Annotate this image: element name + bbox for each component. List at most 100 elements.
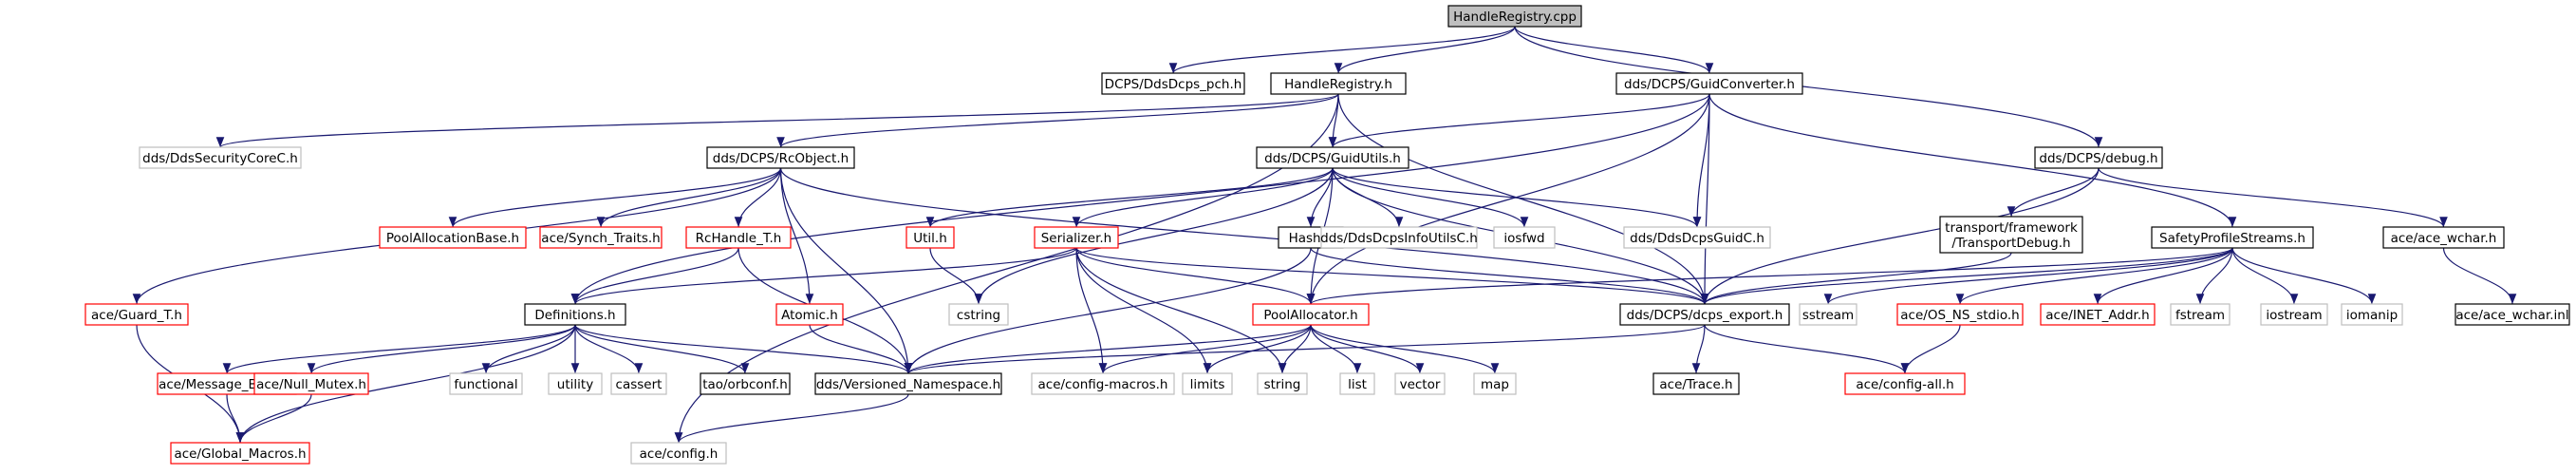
edge-guidconv-to-guidutils bbox=[1328, 93, 1710, 148]
node-box-guidconv bbox=[1615, 72, 1803, 95]
node-inet[interactable]: ace/INET_Addr.h bbox=[2040, 303, 2156, 326]
node-label-inet: ace/INET_Addr.h bbox=[2045, 308, 2149, 323]
edge-serializer-to-poolallocator bbox=[1075, 247, 1316, 305]
node-versioned[interactable]: dds/Versioned_Namespace.h bbox=[814, 372, 1002, 395]
node-box-rchandle bbox=[685, 226, 792, 249]
node-label-map: map bbox=[1481, 377, 1509, 392]
node-label-utilh: Util.h bbox=[913, 231, 947, 246]
edge-safety-to-sstream bbox=[1823, 247, 2233, 305]
node-box-utilh bbox=[905, 226, 955, 249]
node-label-iostream: iostream bbox=[2266, 308, 2322, 323]
node-box-vector bbox=[1394, 372, 1446, 395]
edge-root-to-debug bbox=[1514, 26, 2103, 148]
edge-transdebug-to-export bbox=[1700, 252, 2012, 305]
node-box-iomanip bbox=[2341, 303, 2403, 326]
node-infoutils: dds/DdsDcpsInfoUtilsC.h bbox=[1320, 226, 1478, 249]
node-acewchar[interactable]: ace/ace_wchar.h bbox=[2382, 226, 2505, 249]
edge-serializer-to-string bbox=[1075, 247, 1287, 374]
edge-definitions-to-versioned bbox=[574, 324, 913, 374]
node-box-utility bbox=[548, 372, 603, 395]
edge-msgblock-to-globalmacros bbox=[226, 393, 245, 444]
node-box-list bbox=[1339, 372, 1375, 395]
edge-definitions-to-orbconf bbox=[574, 324, 750, 374]
edge-safety-to-inet bbox=[2093, 247, 2233, 305]
edge-serializer-to-export bbox=[1075, 247, 1709, 305]
node-label-configall: ace/config-all.h bbox=[1856, 377, 1953, 392]
node-serializer[interactable]: Serializer.h bbox=[1034, 226, 1119, 249]
node-box-versioned bbox=[814, 372, 1002, 395]
node-pch[interactable]: DCPS/DdsDcps_pch.h bbox=[1101, 72, 1245, 95]
node-definitions[interactable]: Definitions.h bbox=[524, 303, 626, 326]
edge-root-to-guidconv bbox=[1514, 26, 1714, 74]
edge-nullmutex-to-globalmacros bbox=[235, 393, 312, 444]
node-label-wcharinl: ace/ace_wchar.inl bbox=[2455, 308, 2568, 323]
node-box-debug bbox=[2034, 146, 2163, 169]
node-trace[interactable]: ace/Trace.h bbox=[1652, 372, 1740, 395]
node-guidconv[interactable]: dds/DCPS/GuidConverter.h bbox=[1615, 72, 1803, 95]
node-osns[interactable]: ace/OS_NS_stdio.h bbox=[1896, 303, 2024, 326]
node-label-seccore: dds/DdsSecurityCoreC.h bbox=[142, 151, 298, 166]
node-list: list bbox=[1339, 372, 1375, 395]
node-box-trace bbox=[1652, 372, 1740, 395]
node-label-osns: ace/OS_NS_stdio.h bbox=[1900, 308, 2019, 323]
node-guardt[interactable]: ace/Guard_T.h bbox=[84, 303, 189, 326]
node-poolallocator[interactable]: PoolAllocator.h bbox=[1252, 303, 1370, 326]
node-configall[interactable]: ace/config-all.h bbox=[1844, 372, 1966, 395]
edge-rcobj-to-rchandle bbox=[734, 167, 782, 228]
node-label-configmacros: ace/config-macros.h bbox=[1038, 377, 1168, 392]
edge-guidutils-to-hash bbox=[1306, 167, 1334, 228]
edge-rcobj-to-atomic bbox=[779, 167, 814, 305]
node-synch[interactable]: ace/Synch_Traits.h bbox=[539, 226, 663, 249]
node-box-guardt bbox=[84, 303, 189, 326]
node-label-cassert: cassert bbox=[616, 377, 663, 392]
node-label-guardt: ace/Guard_T.h bbox=[91, 308, 182, 323]
node-aceconfig: ace/config.h bbox=[630, 442, 727, 465]
node-limits: limits bbox=[1182, 372, 1233, 395]
node-box-cassert bbox=[610, 372, 667, 395]
node-label-globalmacros: ace/Global_Macros.h bbox=[174, 446, 306, 462]
node-atomic[interactable]: Atomic.h bbox=[775, 303, 844, 326]
node-label-hr: HandleRegistry.h bbox=[1284, 77, 1392, 92]
node-root[interactable]: HandleRegistry.cpp bbox=[1447, 5, 1582, 28]
node-export[interactable]: dds/DCPS/dcps_export.h bbox=[1619, 303, 1790, 326]
node-wcharinl[interactable]: ace/ace_wchar.inl bbox=[2455, 303, 2570, 326]
node-label-sstream: sstream bbox=[1802, 308, 1854, 323]
node-iomanip: iomanip bbox=[2341, 303, 2403, 326]
edge-utilh-to-cstring bbox=[929, 247, 983, 305]
node-guidutils[interactable]: dds/DCPS/GuidUtils.h bbox=[1256, 146, 1409, 169]
edge-guidutils-to-iosfwd bbox=[1332, 167, 1529, 228]
edge-hr-to-rcobj bbox=[776, 93, 1339, 148]
node-label-serializer: Serializer.h bbox=[1041, 231, 1112, 246]
edge-guidutils-to-cstring bbox=[974, 167, 1334, 305]
node-safety[interactable]: SafetyProfileStreams.h bbox=[2151, 226, 2314, 249]
node-nullmutex[interactable]: ace/Null_Mutex.h bbox=[253, 372, 369, 395]
node-box-limits bbox=[1182, 372, 1233, 395]
node-orbconf[interactable]: tao/orbconf.h bbox=[700, 372, 791, 395]
edge-definitions-to-msgblock bbox=[222, 324, 576, 374]
edge-poolallocator-to-limits bbox=[1203, 324, 1312, 374]
node-transdebug[interactable]: transport/framework/TransportDebug.h bbox=[1939, 216, 2083, 254]
node-hr[interactable]: HandleRegistry.h bbox=[1270, 72, 1407, 95]
node-poolalloc_base[interactable]: PoolAllocationBase.h bbox=[379, 226, 527, 249]
edge-guidconv-to-export bbox=[1700, 93, 1710, 305]
node-globalmacros[interactable]: ace/Global_Macros.h bbox=[170, 442, 310, 465]
edge-root-to-pch bbox=[1168, 26, 1516, 74]
edge-serializer-to-configmacros bbox=[1075, 247, 1108, 374]
node-debug[interactable]: dds/DCPS/debug.h bbox=[2034, 146, 2163, 169]
node-label-transdebug-0: transport/framework bbox=[1945, 220, 2078, 236]
node-label-rcobj: dds/DCPS/RcObject.h bbox=[713, 151, 849, 166]
node-box-poolallocator bbox=[1252, 303, 1370, 326]
node-seccore: dds/DdsSecurityCoreC.h bbox=[139, 146, 302, 169]
node-label-acewchar: ace/ace_wchar.h bbox=[2391, 231, 2497, 246]
node-utilh[interactable]: Util.h bbox=[905, 226, 955, 249]
node-cassert: cassert bbox=[610, 372, 667, 395]
node-string: string bbox=[1257, 372, 1308, 395]
node-box-orbconf bbox=[700, 372, 791, 395]
node-rcobj[interactable]: dds/DCPS/RcObject.h bbox=[706, 146, 855, 169]
node-label-root: HandleRegistry.cpp bbox=[1453, 10, 1577, 25]
node-box-transdebug bbox=[1939, 216, 2083, 254]
node-rchandle[interactable]: RcHandle_T.h bbox=[685, 226, 792, 249]
edge-guidutils-to-guidc bbox=[1332, 167, 1702, 228]
edge-versioned-to-aceconfig bbox=[674, 393, 909, 444]
